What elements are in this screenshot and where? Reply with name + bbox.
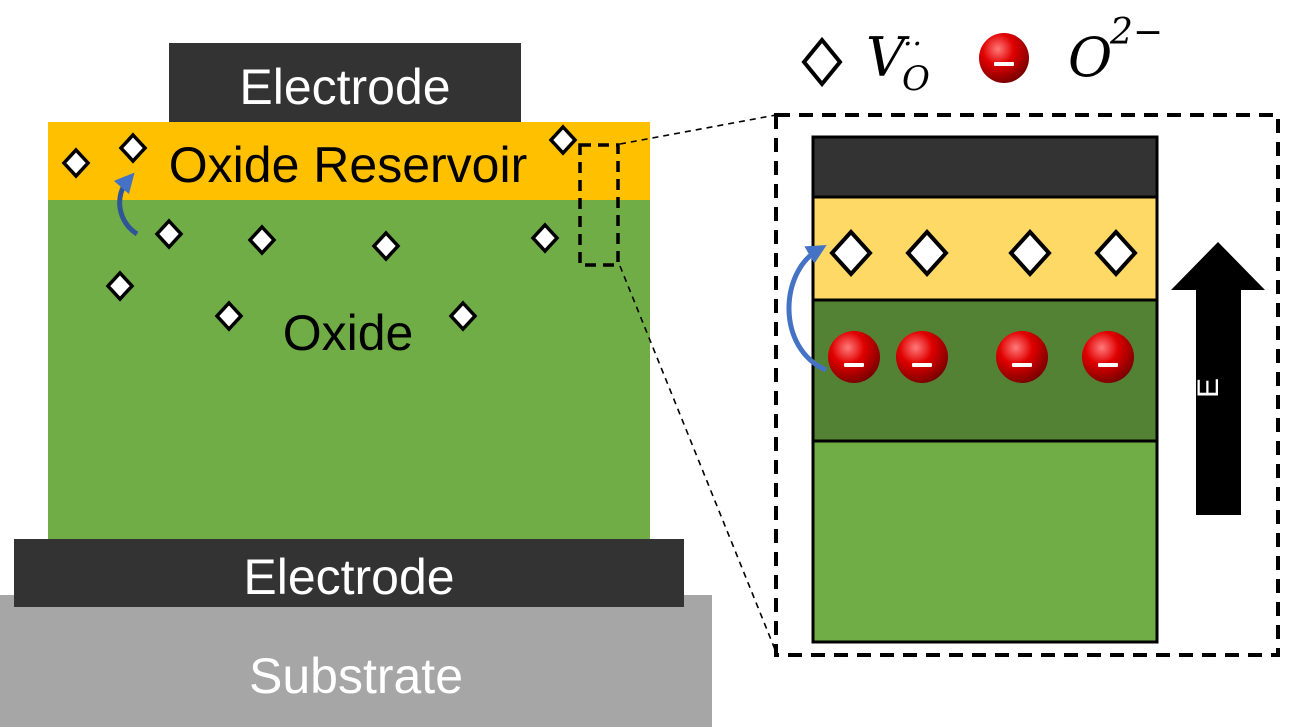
legend-ion-icon <box>979 33 1029 83</box>
oxide-layer <box>48 198 650 543</box>
top-electrode <box>169 43 521 122</box>
field-label: E <box>1192 378 1225 398</box>
oxide-label: Oxide <box>283 305 414 361</box>
bottom-electrode <box>14 539 684 607</box>
oxygen-ion-icon <box>1082 331 1134 383</box>
migration-arrow-icon <box>113 172 139 237</box>
zoom-connector-bottom <box>619 265 777 653</box>
legend-vacancy-symbol: V <box>866 26 910 89</box>
oxide-reservoir-layer <box>48 122 650 200</box>
legend-vacancy-dots: ·· <box>903 27 922 62</box>
bottom-electrode-label: Electrode <box>243 549 454 605</box>
top-electrode-label: Electrode <box>239 59 450 115</box>
oxide-reservoir-label: Oxide Reservoir <box>169 137 527 193</box>
electric-field-arrow-icon <box>1171 242 1265 515</box>
substrate-layer <box>0 595 712 727</box>
legend-vacancy-subscript: O <box>902 59 930 99</box>
substrate-label: Substrate <box>249 648 463 704</box>
migration-arrow-icon <box>786 244 828 373</box>
legend: V O ·· O 2− <box>801 12 1163 99</box>
oxygen-ion-icon <box>996 331 1048 383</box>
legend-ion-minus <box>994 62 1014 66</box>
legend-ion-symbol: O <box>1068 26 1112 89</box>
mag-electrode-layer <box>811 135 1159 199</box>
mag-oxide-layer <box>811 439 1159 644</box>
zoom-connector-top <box>619 114 777 145</box>
oxygen-ion-icon <box>828 331 880 383</box>
oxygen-ion-icon <box>896 331 948 383</box>
zoom-region-box <box>578 143 620 267</box>
legend-vacancy-icon <box>801 36 843 88</box>
legend-ion-superscript: 2− <box>1109 12 1163 53</box>
